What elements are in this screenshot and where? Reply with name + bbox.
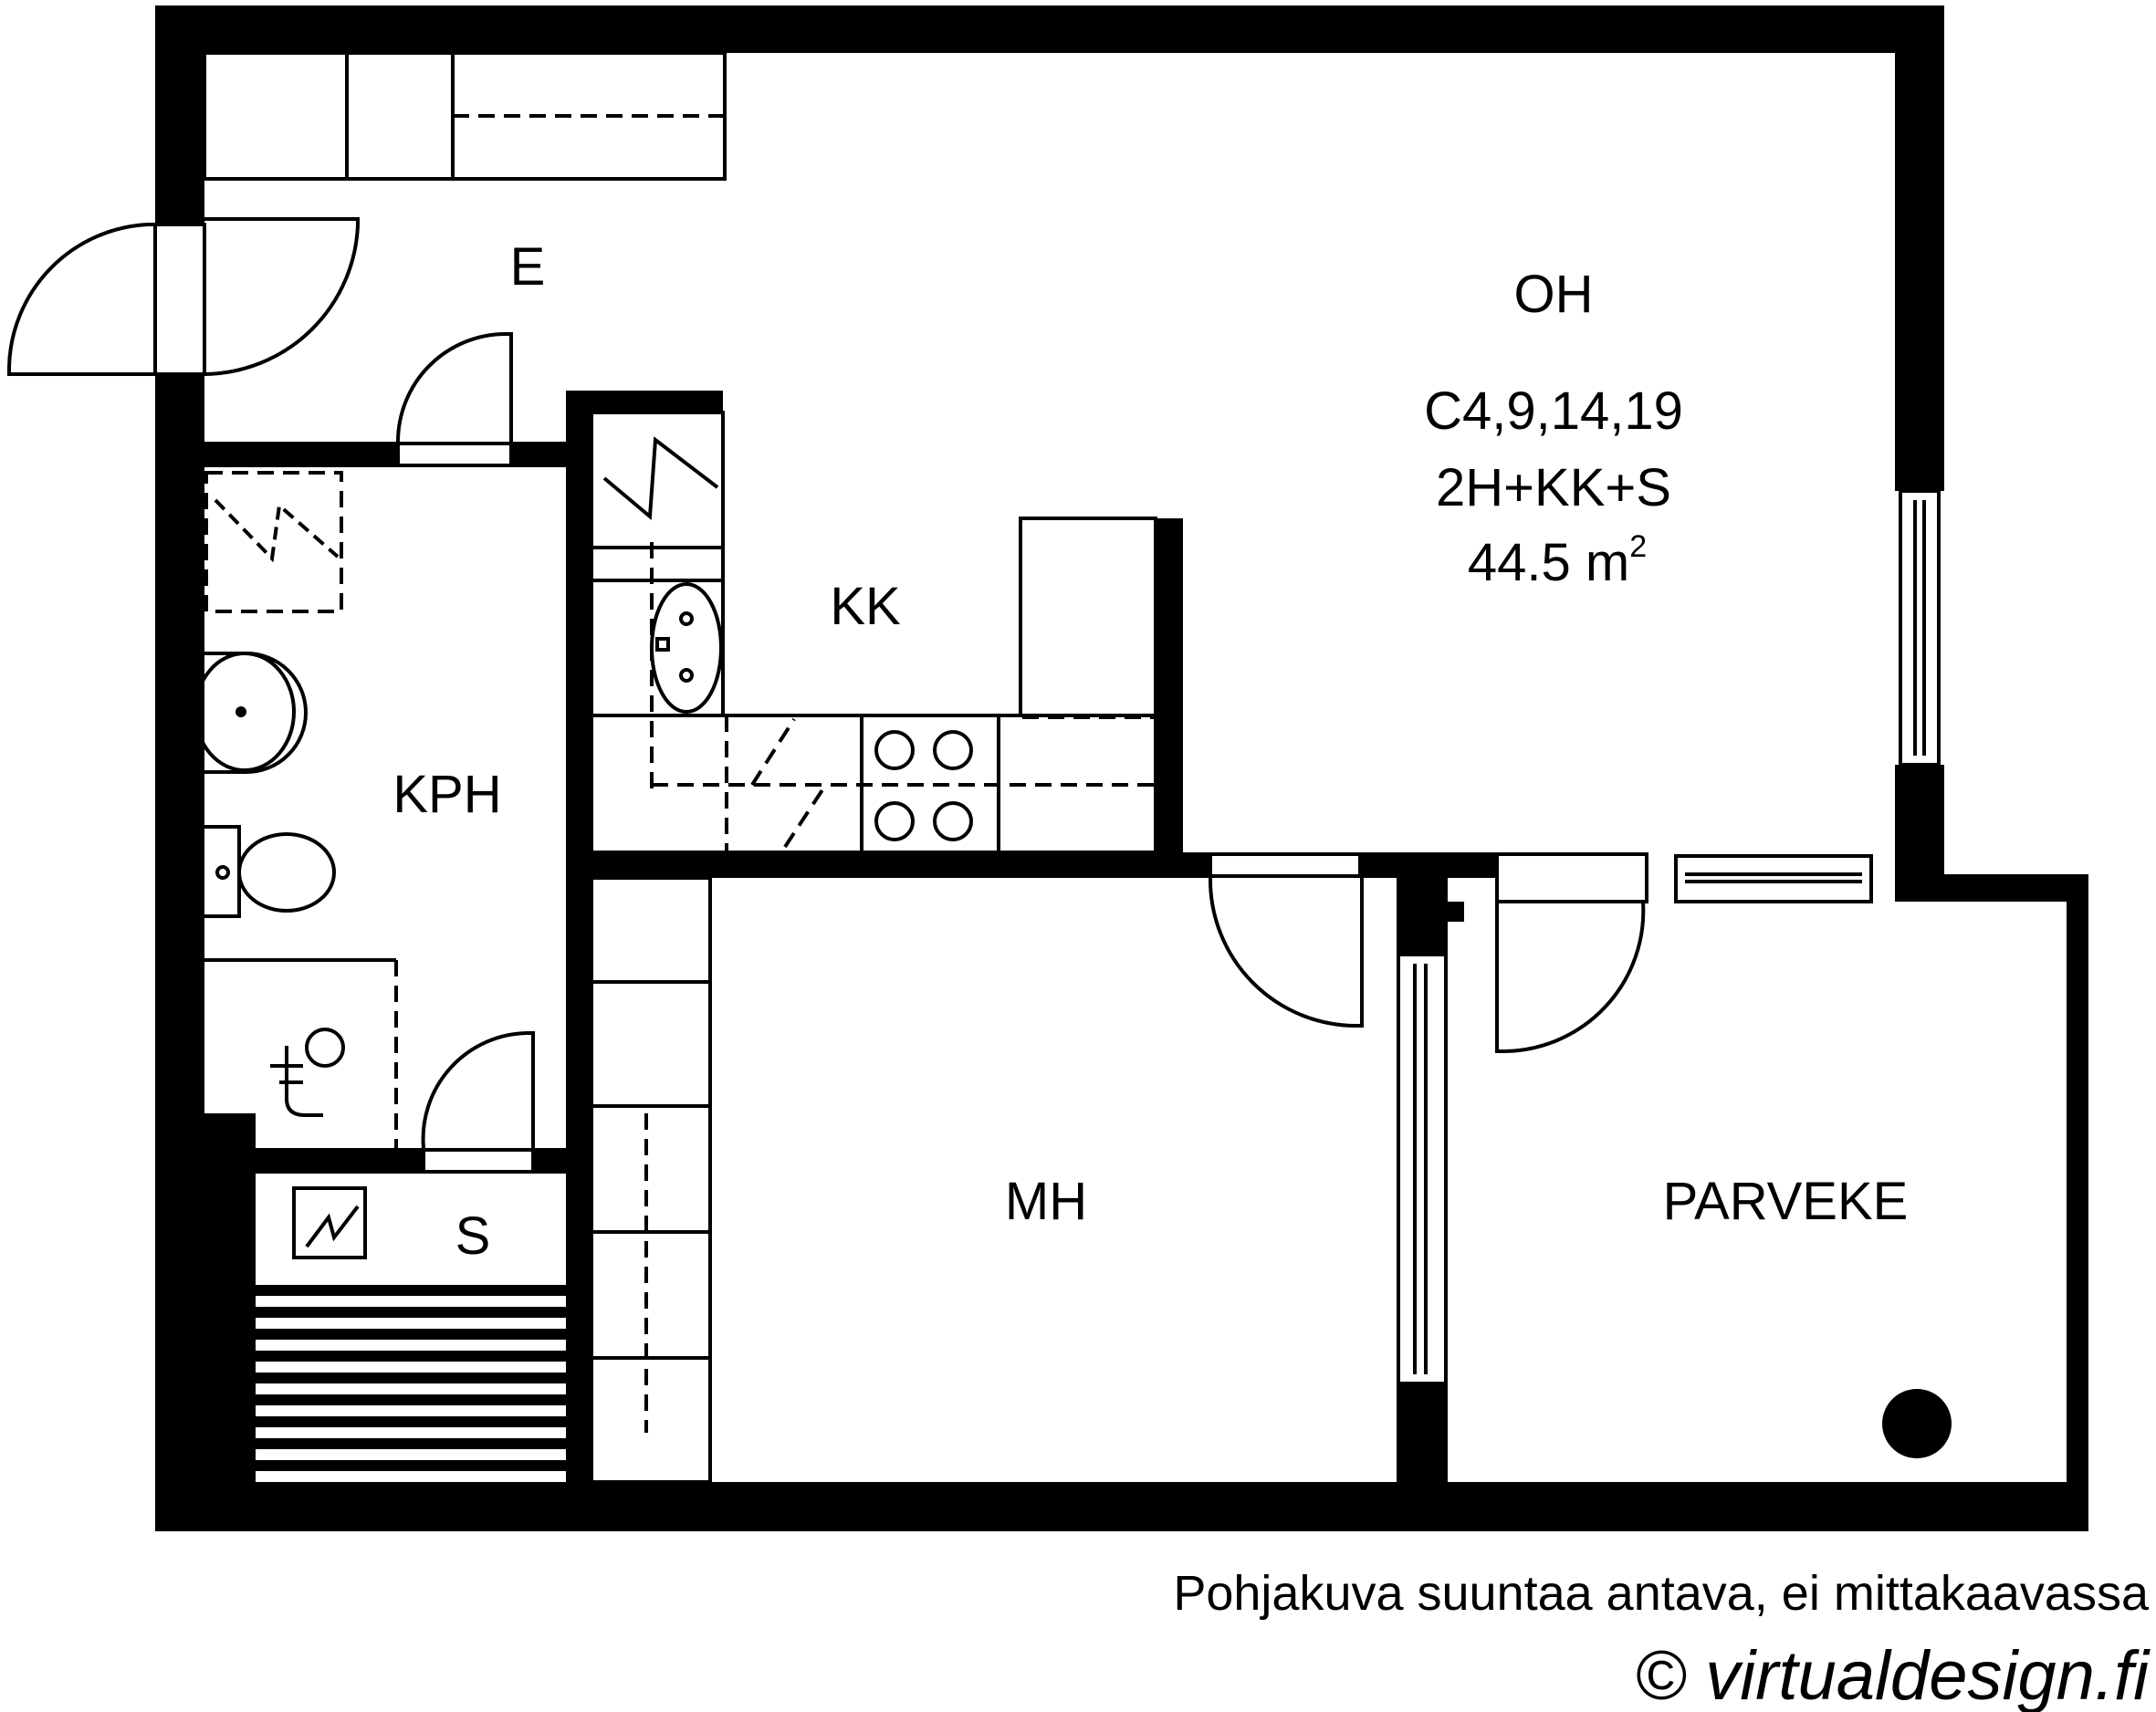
wall-bath-bottom-right bbox=[533, 1148, 566, 1174]
apartment-codes: C4,9,14,19 bbox=[1424, 381, 1683, 441]
wall-balcony-right bbox=[2067, 874, 2088, 1531]
wall-top bbox=[155, 5, 1944, 53]
wall-balcony-top bbox=[1895, 874, 2088, 902]
fixtures bbox=[194, 51, 1157, 1484]
window-balcony-top bbox=[1674, 854, 1873, 903]
apartment-area: 44.5 m2 bbox=[1468, 529, 1647, 592]
bath-door-frame bbox=[396, 442, 513, 467]
windows bbox=[1397, 489, 1941, 1385]
apartment-area-unit: 2 bbox=[1629, 529, 1647, 564]
fridge-symbol bbox=[602, 436, 719, 521]
toilet bbox=[204, 825, 241, 918]
bath-door bbox=[396, 332, 513, 443]
kitchen-counter-left bbox=[590, 411, 725, 717]
shower-head bbox=[305, 1028, 345, 1068]
sauna-door bbox=[421, 1031, 535, 1149]
wall-bottom bbox=[155, 1482, 2088, 1531]
wall-kitchen-end bbox=[1156, 518, 1183, 878]
apartment-layout: 2H+KK+S bbox=[1436, 458, 1671, 517]
bath-basin bbox=[204, 652, 308, 774]
bedroom-wardrobe bbox=[590, 876, 712, 1484]
balcony-door bbox=[1495, 901, 1646, 1054]
entrance-door-outer bbox=[7, 223, 155, 376]
tall-cabinet bbox=[1019, 517, 1157, 717]
wall-bath-right bbox=[566, 391, 591, 1482]
stove bbox=[860, 714, 1000, 854]
wall-left-lower bbox=[155, 374, 204, 1531]
bedroom-door bbox=[1208, 877, 1364, 1028]
balcony-door-frame bbox=[1495, 852, 1648, 903]
water-heater bbox=[204, 471, 343, 613]
sauna-bench bbox=[256, 1285, 566, 1471]
wall-balcony-left bbox=[1448, 902, 1464, 922]
entrance-door-inner bbox=[204, 217, 360, 376]
disclaimer-text: Pohjakuva suuntaa antava, ei mittakaavas… bbox=[1173, 1566, 2150, 1621]
wall-left-upper bbox=[155, 5, 204, 224]
bedroom-door-frame bbox=[1209, 852, 1362, 878]
copyright-text: © virtualdesign.fi bbox=[1635, 1637, 2151, 1712]
window-bedroom-balcony bbox=[1397, 953, 1448, 1385]
doors bbox=[7, 217, 1648, 1174]
balcony-drain bbox=[1882, 1389, 1952, 1458]
wall-bath-top-left bbox=[204, 442, 398, 467]
window-right bbox=[1899, 489, 1941, 767]
apartment-area-value: 44.5 m bbox=[1468, 533, 1629, 592]
kitchen-sink bbox=[650, 582, 723, 714]
entrance-door-frame bbox=[153, 223, 206, 376]
wall-right-lower bbox=[1895, 765, 1944, 883]
room-label-living: OH bbox=[1514, 265, 1594, 324]
room-label-balcony: PARVEKE bbox=[1663, 1172, 1909, 1231]
room-label-bathroom: KPH bbox=[392, 765, 501, 824]
room-label-bedroom: MH bbox=[1005, 1172, 1087, 1231]
wall-kitchen-top bbox=[566, 391, 723, 412]
wall-kitchen-bottom bbox=[566, 852, 1210, 878]
sauna-stove bbox=[292, 1186, 367, 1259]
room-label-sauna: S bbox=[455, 1206, 491, 1266]
room-label-kitchen: KK bbox=[830, 577, 901, 636]
wall-right-upper bbox=[1895, 5, 1944, 491]
sauna-door-frame bbox=[422, 1148, 535, 1174]
wall-bath-notch bbox=[204, 1113, 256, 1482]
room-label-entrance: E bbox=[510, 237, 546, 297]
